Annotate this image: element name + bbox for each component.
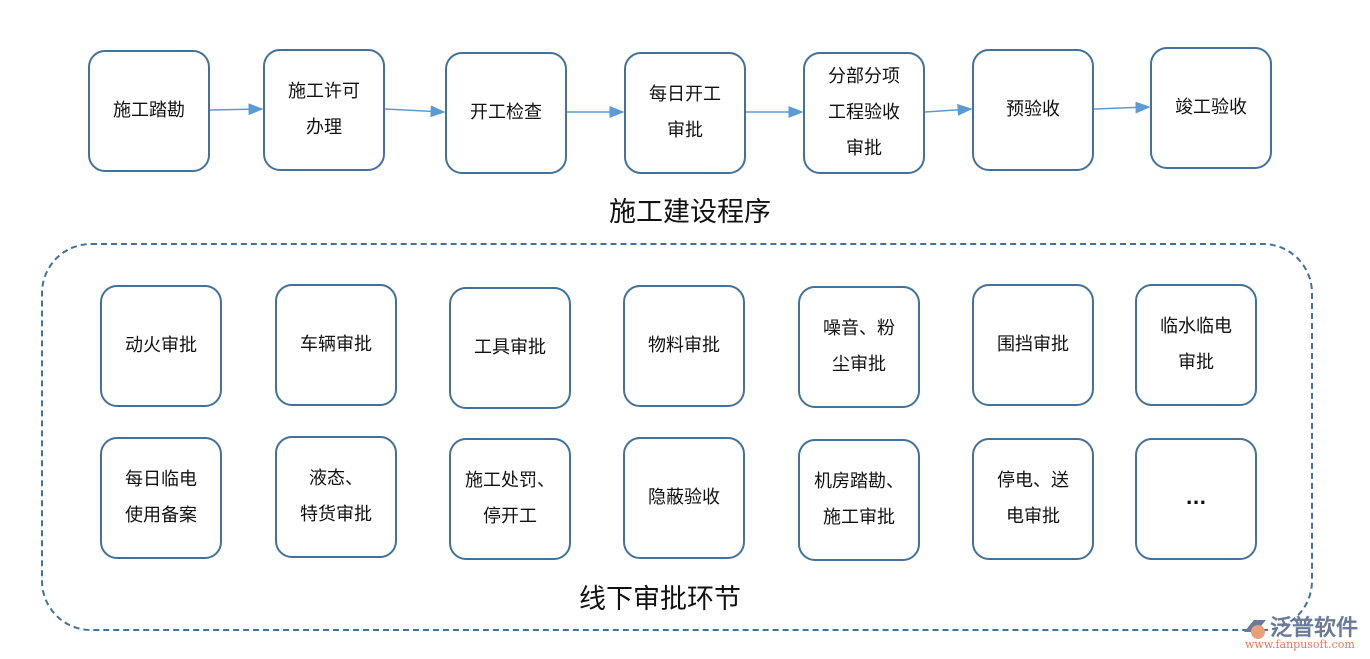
approval-item: 噪音、粉 尘审批 (798, 286, 920, 408)
process-step: 开工检查 (445, 52, 567, 174)
flow-arrow (384, 105, 446, 118)
offline-approval-group (41, 243, 1313, 631)
flow-arrow (1093, 101, 1151, 114)
approval-item: ... (1135, 438, 1257, 560)
approval-item: 临水临电 审批 (1135, 284, 1257, 406)
logo-name: 泛普软件 (1270, 616, 1359, 641)
process-step: 施工许可 办理 (263, 49, 385, 171)
approval-item: 机房踏勘、 施工审批 (798, 439, 920, 561)
flow-arrow (924, 103, 973, 116)
process-step: 施工踏勘 (88, 50, 210, 172)
approval-item: 施工处罚、 停开工 (449, 438, 571, 560)
logo-url: www.fanpusoft.com (1245, 638, 1355, 651)
approval-item: 工具审批 (449, 287, 571, 409)
process-title: 施工建设程序 (609, 197, 771, 228)
approval-item: 物料审批 (623, 285, 745, 407)
approval-item: 动火审批 (100, 285, 222, 407)
approval-item: 车辆审批 (275, 284, 397, 406)
process-step: 竣工验收 (1150, 47, 1272, 169)
approval-item: 液态、 特货审批 (275, 436, 397, 558)
process-step: 每日开工 审批 (624, 52, 746, 174)
approval-item: 隐蔽验收 (623, 437, 745, 559)
process-step: 分部分项 工程验收 审批 (803, 52, 925, 174)
approval-item: 每日临电 使用备案 (100, 437, 222, 559)
logo-mark-icon (1244, 620, 1266, 639)
approval-item: 围挡审批 (972, 284, 1094, 406)
process-step: 预验收 (972, 49, 1094, 171)
offline-title: 线下审批环节 (579, 584, 741, 615)
logo: 泛普软件 www.fanpusoft.com (1240, 610, 1365, 655)
approval-item: 停电、送 电审批 (972, 438, 1094, 560)
flow-arrow (209, 103, 264, 116)
